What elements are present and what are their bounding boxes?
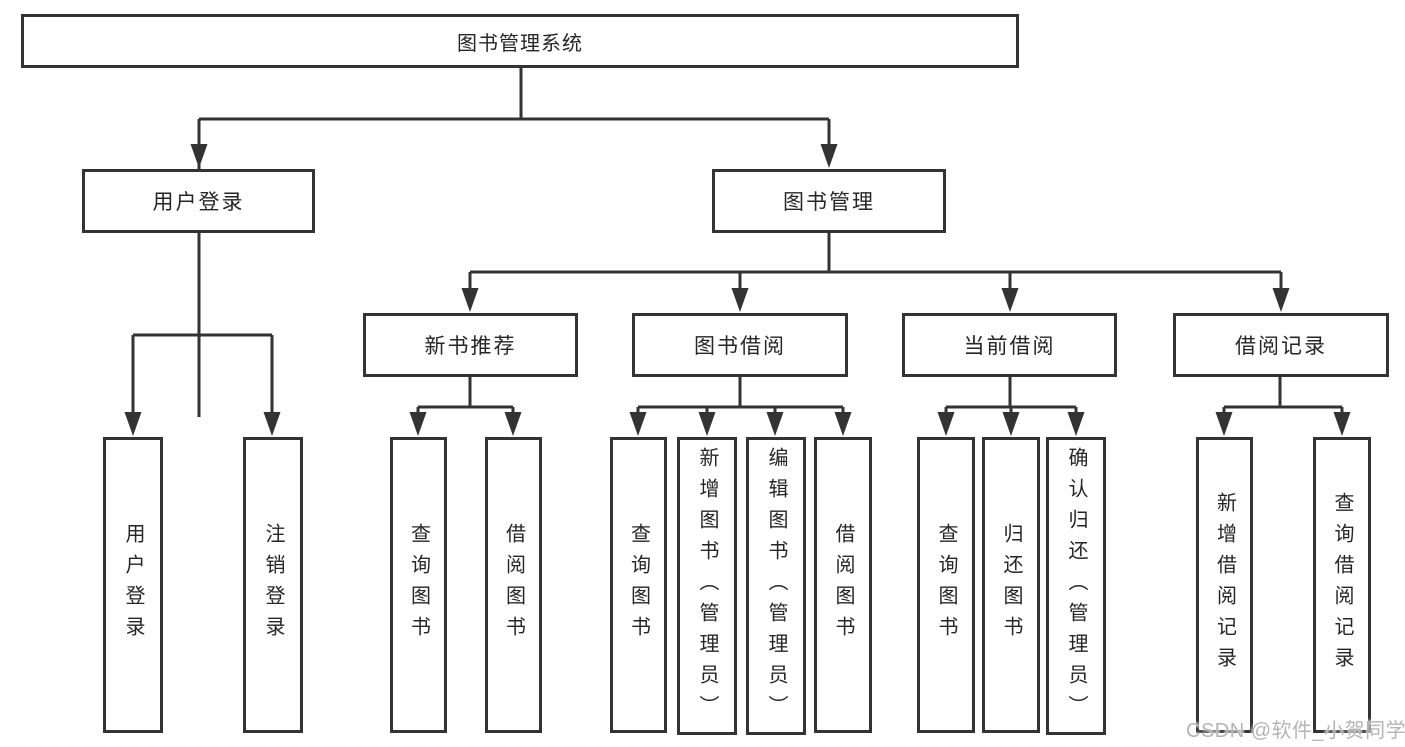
arrowhead bbox=[504, 412, 522, 436]
node-leaf-bb-add-books-admin: 新增图书（管理员） bbox=[677, 437, 737, 735]
node-leaf-nbr-borrow-books: 借阅图书 bbox=[485, 437, 542, 733]
leaf-label: 查询图书 bbox=[407, 523, 430, 647]
node-leaf-nbr-query-books: 查询图书 bbox=[390, 437, 447, 733]
connector-userlogin-to-leaves bbox=[131, 233, 274, 415]
leaf-label: 编辑图书（管理员） bbox=[765, 446, 787, 726]
arrowhead bbox=[1001, 288, 1019, 312]
node-leaf-logout: 注销登录 bbox=[243, 437, 303, 733]
node-leaf-bb-query-books: 查询图书 bbox=[610, 437, 667, 733]
node-borrowing-records: 借阅记录 bbox=[1173, 313, 1389, 377]
arrowhead bbox=[629, 412, 647, 436]
arrowhead bbox=[820, 144, 838, 168]
arrowhead bbox=[409, 412, 427, 436]
connector-borrowing-to-leaves bbox=[636, 377, 845, 416]
arrowhead bbox=[1215, 412, 1233, 436]
connector-newbook-to-leaves bbox=[416, 377, 515, 416]
connector-current-to-leaves bbox=[944, 377, 1078, 416]
node-leaf-br-add-record: 新增借阅记录 bbox=[1196, 437, 1253, 733]
leaf-label: 新增借阅记录 bbox=[1213, 492, 1236, 678]
node-book-borrowing: 图书借阅 bbox=[632, 313, 848, 377]
arrowhead bbox=[834, 412, 852, 436]
node-leaf-cb-query-books: 查询图书 bbox=[917, 437, 975, 733]
leaf-label: 查询借阅记录 bbox=[1331, 492, 1353, 678]
arrowheads bbox=[124, 144, 1351, 436]
node-book-management: 图书管理 bbox=[712, 169, 946, 233]
leaf-label: 查询图书 bbox=[627, 523, 650, 647]
node-leaf-br-query-record: 查询借阅记录 bbox=[1313, 437, 1371, 733]
leaf-label: 注销登录 bbox=[262, 523, 284, 647]
arrowhead bbox=[1333, 412, 1351, 436]
arrowhead bbox=[1002, 412, 1020, 436]
arrowhead bbox=[263, 412, 281, 436]
node-leaf-bb-edit-books-admin: 编辑图书（管理员） bbox=[746, 437, 806, 735]
connector-bookmgmt-to-level3 bbox=[468, 233, 1283, 290]
arrowhead bbox=[766, 412, 784, 436]
node-root-system: 图书管理系统 bbox=[21, 14, 1019, 68]
node-leaf-bb-borrow-books: 借阅图书 bbox=[814, 437, 872, 733]
leaf-label: 用户登录 bbox=[122, 523, 144, 647]
arrowhead bbox=[190, 144, 208, 168]
node-new-book-recommend: 新书推荐 bbox=[363, 313, 578, 377]
watermark: CSDN @软件_小贺同学 bbox=[1186, 720, 1405, 742]
leaf-label: 归还图书 bbox=[1000, 523, 1022, 647]
connector-root-to-level2 bbox=[197, 68, 831, 417]
node-leaf-cb-return-books: 归还图书 bbox=[982, 437, 1040, 733]
node-current-borrowing: 当前借阅 bbox=[902, 313, 1117, 377]
arrowhead bbox=[461, 288, 479, 312]
arrowhead bbox=[731, 288, 749, 312]
arrowhead bbox=[124, 412, 142, 436]
connector-records-to-leaves bbox=[1222, 377, 1344, 416]
leaf-label: 确认归还（管理员） bbox=[1065, 446, 1087, 726]
leaf-label: 查询图书 bbox=[935, 523, 957, 647]
leaf-label: 新增图书（管理员） bbox=[696, 446, 718, 726]
node-leaf-cb-confirm-return-admin: 确认归还（管理员） bbox=[1046, 437, 1106, 735]
arrowhead bbox=[1272, 288, 1290, 312]
node-leaf-user-login: 用户登录 bbox=[103, 437, 163, 733]
arrowhead bbox=[1067, 412, 1085, 436]
leaf-label: 借阅图书 bbox=[502, 523, 525, 647]
arrowhead bbox=[937, 412, 955, 436]
node-user-login-group: 用户登录 bbox=[82, 169, 315, 233]
arrowhead bbox=[698, 412, 716, 436]
leaf-label: 借阅图书 bbox=[832, 523, 854, 647]
